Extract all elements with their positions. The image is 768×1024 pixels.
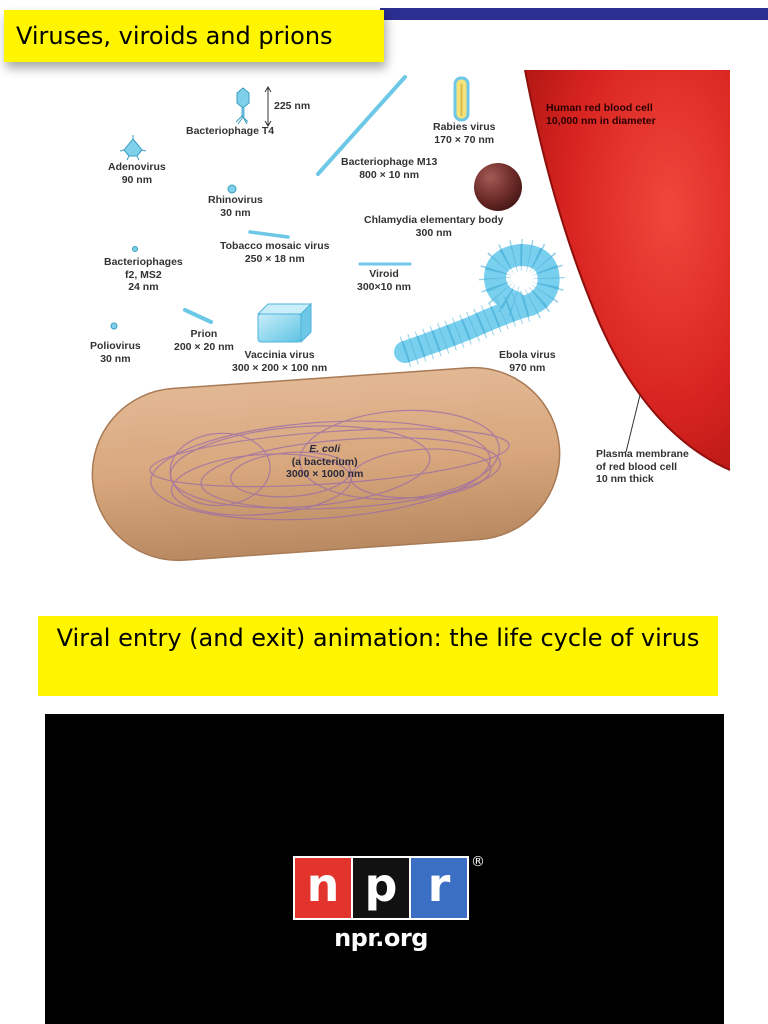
membrane-pointer <box>625 394 641 453</box>
video-player[interactable]: n p r ® npr.org <box>45 714 724 1024</box>
bacteriophage-t4-shape <box>235 87 250 125</box>
prion-shape <box>183 308 213 324</box>
slide-title: Viruses, viroids and prions <box>4 10 384 62</box>
npr-letter-p: p <box>353 858 409 918</box>
label-ecoli: E. coli(a bacterium)3000 × 1000 nm <box>286 443 364 480</box>
bacteriophage-m13-shape <box>316 75 407 176</box>
bacteriophage-f2-shape <box>132 246 138 252</box>
npr-letter-n: n <box>295 858 351 918</box>
rhinovirus-shape <box>227 184 237 194</box>
tobacco-mosaic-virus-shape <box>248 230 290 239</box>
vaccinia-virus-shape <box>256 302 313 344</box>
chlamydia-shape <box>474 163 522 211</box>
header-accent-bar <box>380 8 768 20</box>
ecoli-bacterium-shape <box>91 366 561 562</box>
figure-illustration <box>91 69 731 562</box>
npr-url: npr.org <box>334 924 428 952</box>
label-t4-size: 225 nm <box>274 100 311 112</box>
registered-mark: ® <box>471 854 485 870</box>
red-blood-cell <box>525 70 730 470</box>
poliovirus-shape <box>110 322 118 330</box>
adenovirus-shape <box>119 135 147 161</box>
label-bacteriophage-t4: Bacteriophage T4 <box>186 125 275 137</box>
ebola-virus-shape <box>394 238 565 368</box>
npr-letter-r: r <box>411 858 467 918</box>
rabies-virus-shape <box>453 76 470 122</box>
npr-logo: n p r <box>293 856 469 920</box>
section-caption: Viral entry (and exit) animation: the li… <box>38 616 718 696</box>
